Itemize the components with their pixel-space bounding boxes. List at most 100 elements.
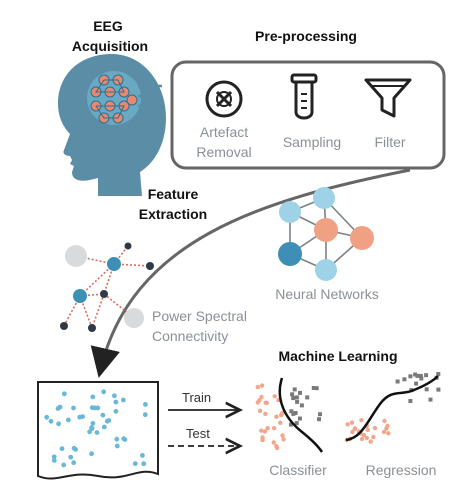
data-dot xyxy=(113,408,119,414)
data-dot xyxy=(71,405,76,411)
class-b-point xyxy=(291,396,296,401)
reg-low-point xyxy=(386,431,391,436)
data-dot xyxy=(57,404,63,410)
class-a-point xyxy=(259,383,265,388)
node xyxy=(65,245,87,267)
reg-high-point xyxy=(414,381,419,386)
class-a-point xyxy=(271,426,277,431)
class-b-point xyxy=(294,421,299,426)
reg-high-point xyxy=(395,379,400,384)
reg-low-point xyxy=(382,418,387,424)
data-dot xyxy=(141,461,147,467)
data-dot xyxy=(106,418,112,423)
class-a-point xyxy=(260,437,265,443)
train-label: Train xyxy=(182,390,212,405)
node xyxy=(107,257,121,271)
reg-high-point xyxy=(419,376,424,381)
reg-low-point xyxy=(364,435,369,441)
reg-high-point xyxy=(428,397,433,402)
class-a-point xyxy=(272,394,277,399)
class-b-point xyxy=(317,417,321,422)
reg-low-point xyxy=(359,436,365,442)
feature-title-line1: Feature xyxy=(147,186,199,202)
data-dot xyxy=(89,451,94,457)
reg-high-point xyxy=(418,373,423,378)
filter-label: Filter xyxy=(374,134,406,150)
main-flow-arrow xyxy=(90,168,411,378)
class-a-point xyxy=(263,400,268,405)
node xyxy=(100,290,108,298)
data-dot xyxy=(120,397,126,403)
class-b-point xyxy=(295,399,300,404)
reg-low-point xyxy=(371,434,376,440)
data-dot xyxy=(89,425,94,431)
class-a-point xyxy=(281,437,286,442)
data-dot xyxy=(44,414,50,420)
class-b-point xyxy=(318,412,322,417)
data-dot xyxy=(51,454,57,460)
regression-label: Regression xyxy=(365,462,437,478)
data-panel xyxy=(37,381,159,480)
data-dot xyxy=(114,443,120,449)
class-a-point xyxy=(255,400,260,405)
feature-title-line2: Extraction xyxy=(138,206,208,222)
artefact-label-line2: Removal xyxy=(196,144,252,160)
reg-low-point xyxy=(349,420,355,425)
node xyxy=(60,322,68,330)
reg-low-point xyxy=(361,432,366,438)
node xyxy=(88,324,96,332)
psc-label-line2: Connectivity xyxy=(152,328,229,344)
reg-high-point xyxy=(436,372,441,376)
machine-learning-title: Machine Learning xyxy=(278,348,398,364)
test-label: Test xyxy=(186,426,210,441)
data-dot xyxy=(100,412,106,418)
data-dot xyxy=(51,458,57,463)
class-b-point xyxy=(293,411,298,415)
reg-low-point xyxy=(353,426,358,432)
data-dot xyxy=(121,436,127,442)
head-brain-icon xyxy=(58,54,166,196)
eeg-title-line1: EEG xyxy=(93,18,123,34)
class-b-point xyxy=(297,416,302,421)
class-a-point xyxy=(257,408,263,413)
reg-high-point xyxy=(408,374,413,379)
class-b-point xyxy=(291,411,296,416)
data-dot xyxy=(101,389,107,395)
class-a-point xyxy=(274,443,279,449)
class-a-point xyxy=(259,394,264,400)
reg-low-point xyxy=(350,429,355,435)
data-dot xyxy=(113,399,119,405)
class-b-point xyxy=(314,386,319,391)
data-dot xyxy=(71,445,77,451)
neural-networks-label: Neural Networks xyxy=(275,286,379,302)
reg-high-point xyxy=(408,399,413,403)
class-a-point xyxy=(278,420,283,425)
data-dot xyxy=(68,454,74,460)
reg-low-point xyxy=(372,425,378,431)
class-b-point xyxy=(311,386,316,390)
data-dot xyxy=(90,421,96,426)
data-dot xyxy=(142,412,148,418)
regression-plot xyxy=(344,372,441,444)
reg-high-point xyxy=(424,373,429,378)
nn-node xyxy=(314,218,338,242)
class-a-point xyxy=(265,426,270,431)
node xyxy=(73,289,87,303)
reg-low-point xyxy=(345,422,350,427)
class-a-point xyxy=(280,410,285,416)
connectivity-graph xyxy=(60,242,154,332)
class-b-point xyxy=(288,422,293,427)
reg-low-point xyxy=(365,427,370,433)
reg-low-point xyxy=(384,426,389,431)
preprocessing-title: Pre-processing xyxy=(255,28,357,44)
class-a-point xyxy=(280,433,285,438)
class-b-point xyxy=(290,392,295,397)
reg-low-point xyxy=(381,429,387,435)
class-a-point xyxy=(262,429,268,434)
nn-node xyxy=(279,201,301,223)
class-b-point xyxy=(299,403,304,408)
class-a-point xyxy=(259,428,264,433)
x-circle-icon xyxy=(205,80,243,118)
reg-high-point xyxy=(413,372,418,377)
class-b-point xyxy=(289,409,294,414)
